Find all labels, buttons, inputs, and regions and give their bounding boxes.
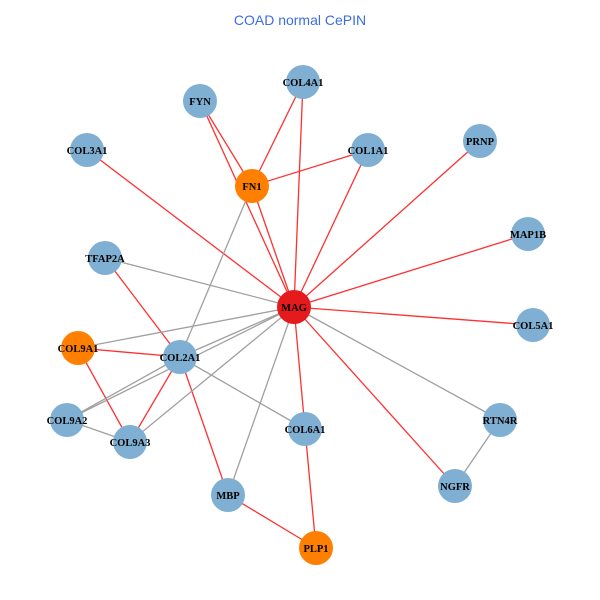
node-label: COL1A1 (348, 146, 389, 157)
node-circle (286, 65, 320, 99)
node-col9a3[interactable]: COL9A3 (110, 425, 151, 459)
node-plp1[interactable]: PLP1 (299, 531, 333, 565)
node-circle (211, 478, 245, 512)
node-label: PRNP (466, 137, 495, 148)
node-label: MAP1B (510, 230, 546, 241)
edge-col9a3-mag (129, 306, 295, 443)
node-circle (299, 531, 333, 565)
node-circle (235, 169, 269, 203)
node-prnp[interactable]: PRNP (463, 124, 497, 158)
node-circle (511, 217, 545, 251)
node-circle (88, 241, 122, 275)
edge-mbp-plp1 (227, 494, 317, 549)
edge-col1a1-fn1 (251, 149, 369, 187)
edge-col9a2-col2a1 (66, 356, 181, 421)
edge-col2a1-fn1 (179, 185, 253, 358)
node-circle (50, 403, 84, 437)
node-circle (483, 403, 517, 437)
node-circle (183, 84, 217, 118)
edge-layer (66, 81, 534, 549)
node-circle (288, 412, 322, 446)
node-col6a1[interactable]: COL6A1 (285, 412, 326, 446)
edge-mag-rtn4r (293, 306, 501, 421)
figure-title: COAD normal CePIN (233, 12, 367, 28)
node-fyn[interactable]: FYN (183, 84, 217, 118)
node-circle (277, 290, 311, 324)
node-label: COL9A3 (110, 438, 151, 449)
edge-col1a1-mag (293, 149, 369, 308)
node-label: COL4A1 (283, 78, 324, 89)
node-label: COL5A1 (513, 321, 554, 332)
edge-col6a1-plp1 (304, 428, 317, 549)
node-circle (163, 340, 197, 374)
edge-fn1-mag (251, 185, 295, 308)
edge-mag-mbp (227, 306, 295, 496)
node-col2a1[interactable]: COL2A1 (160, 340, 201, 374)
node-tfap2a[interactable]: TFAP2A (85, 241, 125, 275)
node-label: PLP1 (303, 544, 328, 555)
edge-col9a1-col9a3 (77, 347, 131, 443)
node-col3a1[interactable]: COL3A1 (67, 133, 108, 167)
edge-mag-col6a1 (293, 306, 306, 430)
node-circle (516, 308, 550, 342)
node-circle (61, 331, 95, 365)
edge-tfap2a-col2a1 (104, 257, 181, 358)
node-circle (113, 425, 147, 459)
node-label: COL2A1 (160, 353, 201, 364)
node-ngfr[interactable]: NGFR (438, 469, 472, 503)
node-label: FN1 (242, 182, 261, 193)
node-label: COL6A1 (285, 425, 326, 436)
node-col9a2[interactable]: COL9A2 (47, 403, 88, 437)
edge-col5a1-mag (293, 306, 534, 326)
node-circle (70, 133, 104, 167)
edge-map1b-mag (293, 233, 529, 308)
edge-col4a1-fn1 (251, 81, 304, 187)
node-label: MAG (281, 303, 307, 314)
node-circle (438, 469, 472, 503)
node-rtn4r[interactable]: RTN4R (483, 403, 518, 437)
edge-col2a1-mag (179, 306, 295, 358)
edge-tfap2a-mag (104, 257, 295, 308)
node-fn1[interactable]: FN1 (235, 169, 269, 203)
edge-col2a1-mbp (179, 356, 229, 496)
node-circle (463, 124, 497, 158)
node-mbp[interactable]: MBP (211, 478, 245, 512)
node-label: FYN (189, 97, 211, 108)
node-label: NGFR (440, 482, 470, 493)
node-col9a1[interactable]: COL9A1 (58, 331, 99, 365)
node-mag[interactable]: MAG (277, 290, 311, 324)
node-col1a1[interactable]: COL1A1 (348, 133, 389, 167)
edge-fyn-mag (199, 100, 295, 308)
node-map1b[interactable]: MAP1B (510, 217, 546, 251)
node-label: COL9A1 (58, 344, 99, 355)
node-col5a1[interactable]: COL5A1 (513, 308, 554, 342)
edge-col4a1-mag (293, 81, 304, 308)
edge-col9a1-col2a1 (77, 347, 181, 358)
node-label: TFAP2A (85, 254, 125, 265)
node-label: COL9A2 (47, 416, 88, 427)
edge-col3a1-mag (86, 149, 295, 308)
edge-col2a1-col6a1 (179, 356, 306, 430)
node-label: COL3A1 (67, 146, 108, 157)
edge-mag-ngfr (293, 306, 456, 487)
node-label: RTN4R (483, 416, 518, 427)
node-col4a1[interactable]: COL4A1 (283, 65, 324, 99)
node-circle (351, 133, 385, 167)
edge-col9a1-mag (77, 306, 295, 349)
node-label: MBP (216, 491, 240, 502)
edge-prnp-mag (293, 140, 481, 308)
